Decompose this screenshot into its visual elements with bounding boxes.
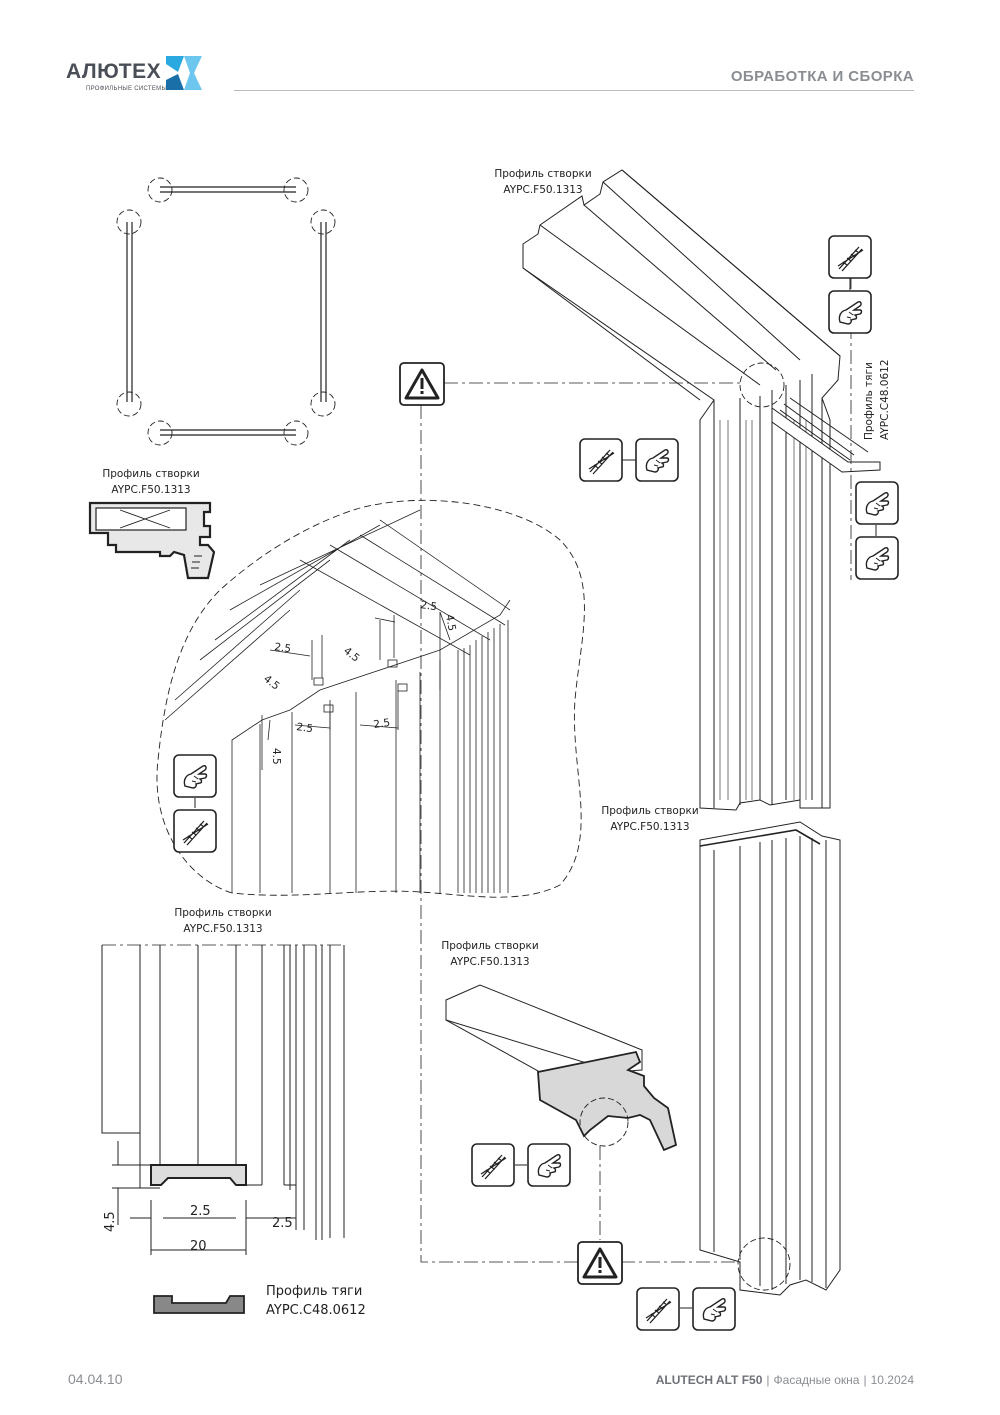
vertical-profile xyxy=(699,821,841,1296)
icon-connectors xyxy=(194,278,877,1309)
page-title: ОБРАБОТКА И СБОРКА xyxy=(730,68,914,85)
sash-label-bottom-code: AYPC.F50.1313 xyxy=(183,923,262,935)
corner-assembly xyxy=(522,169,881,811)
logo-wordmark: АЛЮТЕХ xyxy=(66,60,162,83)
rod-profile-section xyxy=(153,1295,245,1314)
logo-mark-icon xyxy=(166,56,202,90)
bottom-elevation xyxy=(101,944,345,1255)
company-logo: АЛЮТЕХ ПРОФИЛЬНЫЕ СИСТЕМЫ xyxy=(66,52,216,94)
sash-label-top-code: AYPC.F50.1313 xyxy=(503,184,582,196)
hand-press-icon xyxy=(635,438,679,482)
hand-press-icon xyxy=(527,1143,571,1187)
sash-label-lower-code: AYPC.F50.1313 xyxy=(450,956,529,968)
sash-label-right-name: Профиль створки xyxy=(601,805,698,817)
warning-icon xyxy=(576,1240,624,1286)
drill-icon xyxy=(828,235,872,279)
dim-label-2-5-f: 2.5 xyxy=(272,1216,293,1231)
dim-label-4-5-c: 4.5 xyxy=(443,613,458,632)
dim-label-20: 20 xyxy=(190,1239,207,1254)
drill-icon xyxy=(636,1287,680,1331)
sash-label-bottom-name: Профиль створки xyxy=(174,907,271,919)
dim-label-2-5-b: 2.5 xyxy=(420,599,438,613)
sash-label-top-name: Профиль створки xyxy=(494,168,591,180)
hand-press-icon xyxy=(828,290,872,334)
footer-brand: ALUTECH ALT F50 xyxy=(655,1373,763,1387)
footer-series: Фасадные окна xyxy=(773,1373,860,1387)
hand-press-icon xyxy=(692,1287,736,1331)
sash-label-left-name: Профиль створки xyxy=(102,468,199,480)
sash-profile-3d xyxy=(445,984,678,1152)
drill-icon xyxy=(579,438,623,482)
hand-press-icon xyxy=(855,481,899,525)
page-number: 04.04.10 xyxy=(68,1371,123,1387)
header-divider xyxy=(234,90,914,91)
sash-label-right-code: AYPC.F50.1313 xyxy=(610,821,689,833)
sash-cross-section xyxy=(88,501,216,580)
dim-label-2-5-c: 2.5 xyxy=(296,721,314,735)
rod-label-bottom-code: AYPC.C48.0612 xyxy=(266,1303,366,1318)
dim-label-2-5-d: 2.5 xyxy=(373,717,391,731)
warning-icon xyxy=(398,361,446,407)
sash-label-lower-name: Профиль створки xyxy=(441,940,538,952)
dim-label-2-5-e: 2.5 xyxy=(190,1204,211,1219)
force-hand-icon xyxy=(855,536,899,580)
hand-press-icon xyxy=(173,754,217,798)
detail-bubble: 2.5 2.5 4.5 4.5 4.5 2.5 2.5 4.5 xyxy=(156,499,585,898)
dim-label-4-5-d: 4.5 xyxy=(270,748,282,765)
rod-label-bottom-name: Профиль тяги xyxy=(266,1284,362,1299)
drill-icon xyxy=(173,809,217,853)
footer-info: ALUTECH ALT F50|Фасадные окна|10.2024 xyxy=(655,1373,914,1387)
frame-schematic xyxy=(116,177,336,446)
footer-date: 10.2024 xyxy=(870,1373,914,1387)
dim-label-2-5-a: 2.5 xyxy=(274,641,292,655)
drill-icon xyxy=(471,1143,515,1187)
dim-label-4-5-e: 4.5 xyxy=(103,1211,118,1232)
rod-label-vertical-code: AYPC.C48.0612 xyxy=(879,359,891,440)
logo-subtitle: ПРОФИЛЬНЫЕ СИСТЕМЫ xyxy=(86,86,168,92)
rod-label-vertical-name: Профиль тяги xyxy=(863,362,875,440)
sash-label-left-code: AYPC.F50.1313 xyxy=(111,484,190,496)
